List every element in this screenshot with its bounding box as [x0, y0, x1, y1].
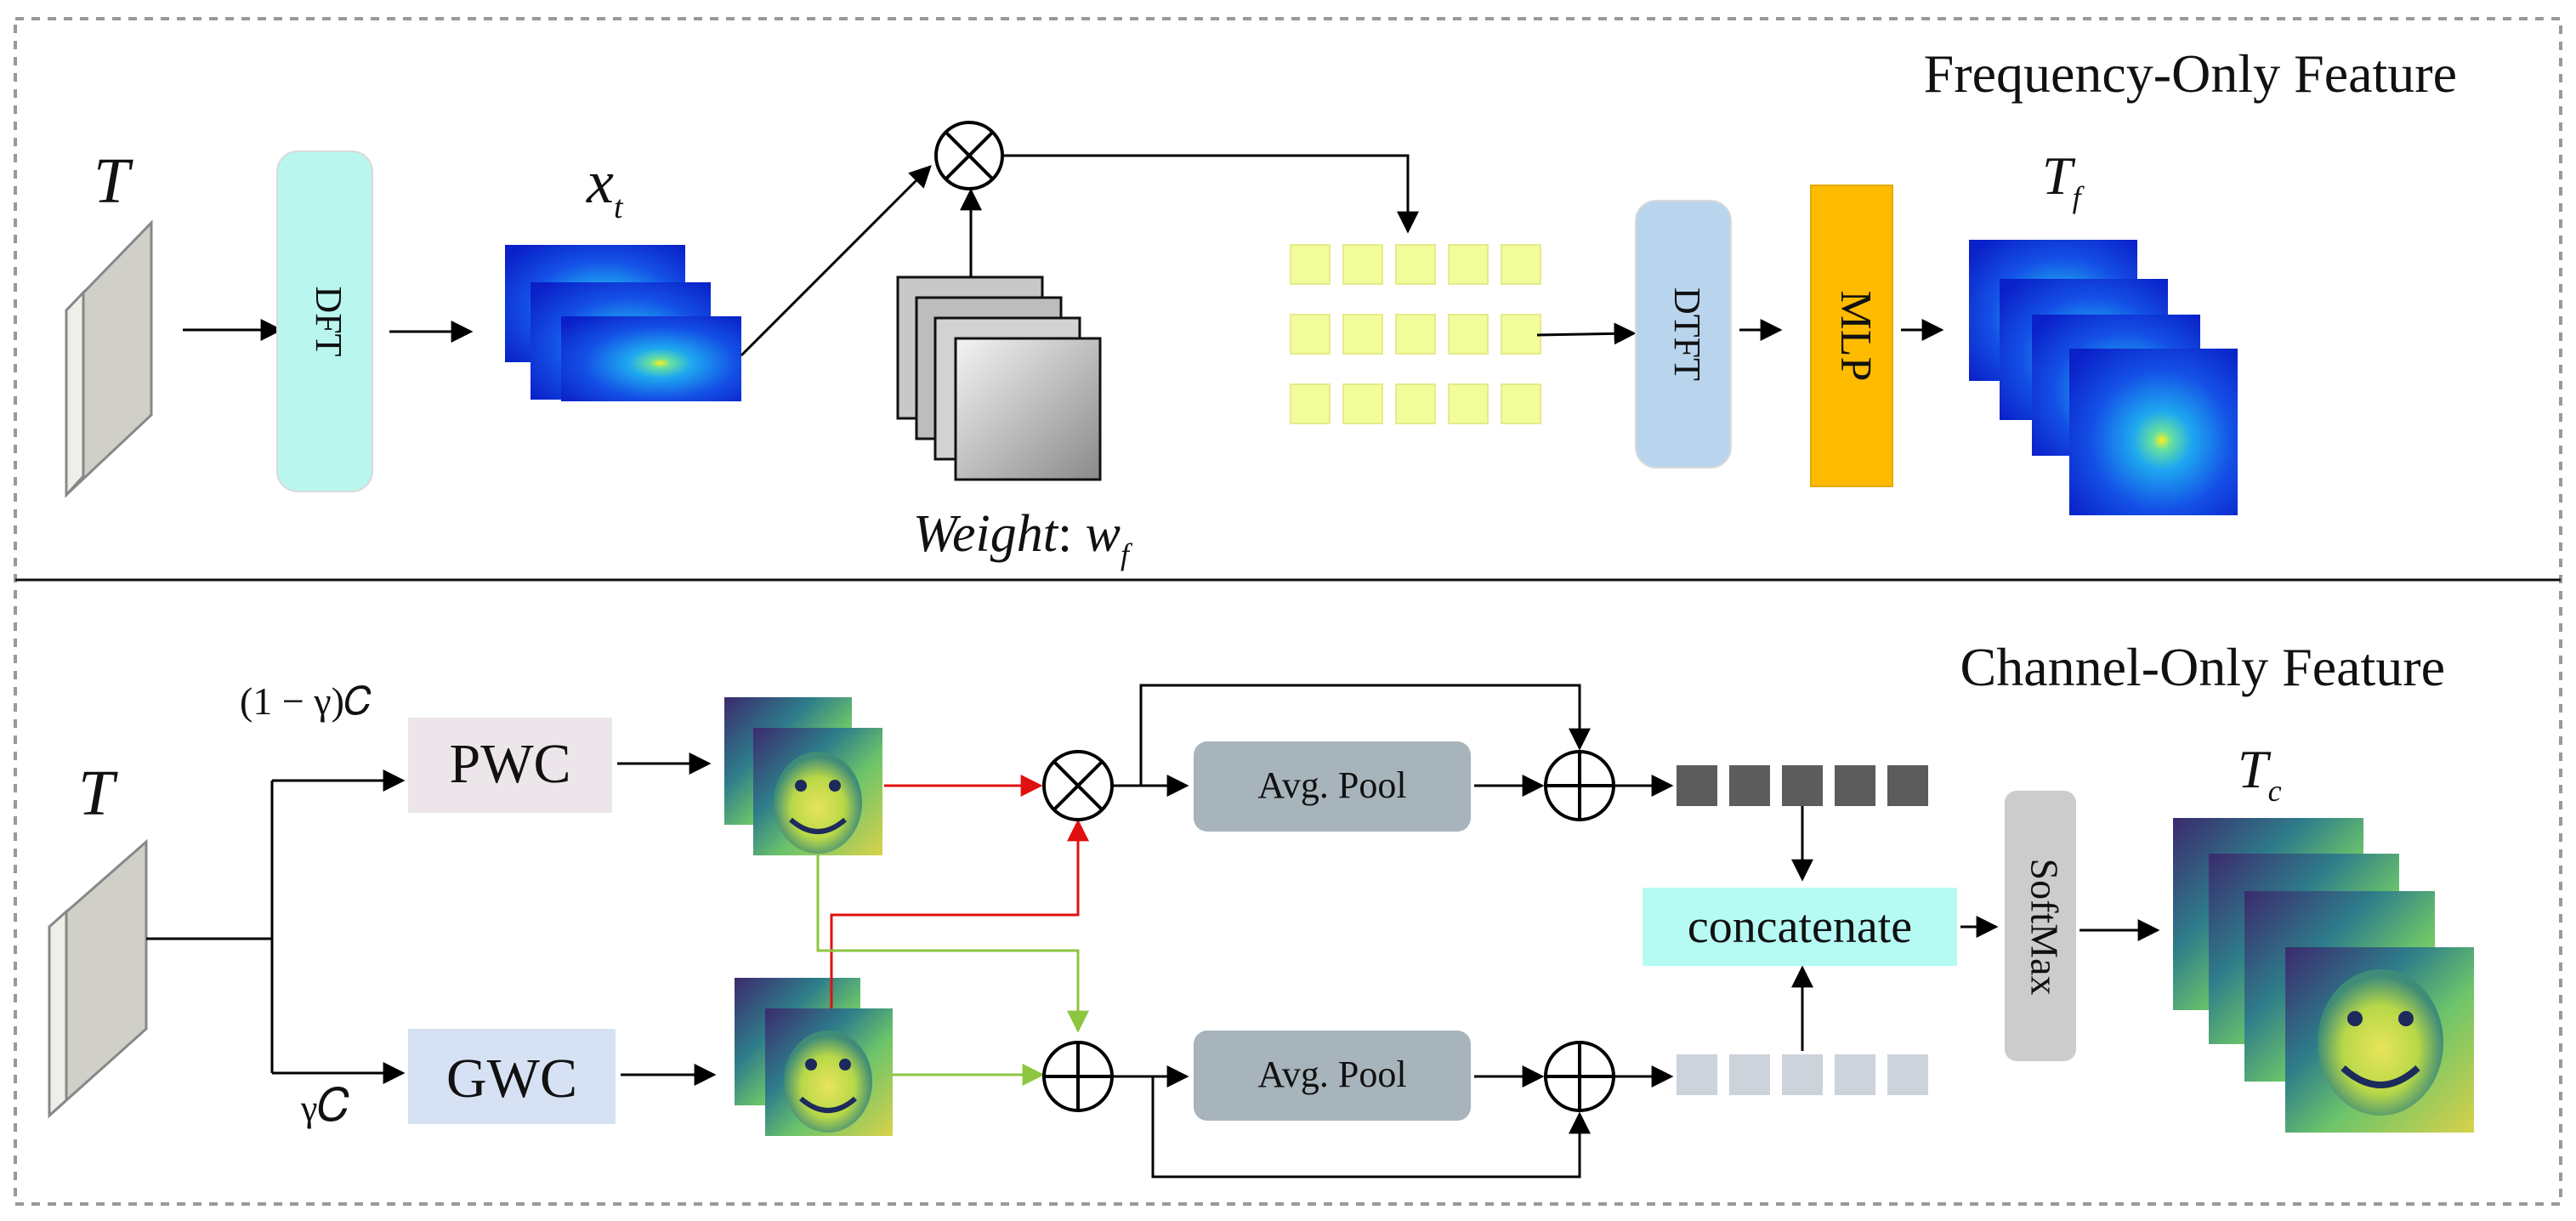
channel-add-icon-left [1042, 1041, 1114, 1112]
arrow-xt-to-multiply [740, 165, 932, 357]
avgpool-box-top [1194, 741, 1471, 832]
tc-output-face-stack [2173, 818, 2474, 1133]
mlp-label: MLP [1831, 291, 1880, 382]
idft-box [1635, 200, 1732, 469]
concatenate-box [1643, 888, 1957, 966]
green-path-pwc-to-add [816, 855, 1089, 1033]
softmax-label: SoftMax [2023, 859, 2066, 996]
concatenate-label: concatenate [1688, 900, 1912, 953]
channel-multiply-icon [1042, 750, 1114, 821]
weight-stack [896, 275, 1102, 481]
avgpool-label-bottom: Avg. Pool [1257, 1053, 1406, 1095]
channel-input-symbol: T [78, 758, 118, 829]
tf-output-spectrum-stack [1969, 240, 2238, 515]
arrow-tokens-to-idft [1536, 322, 1637, 345]
arrow-multiply-to-tokens [1003, 154, 1419, 234]
channel-input-tensor-icon [48, 838, 148, 1119]
avgpool-label-top: Avg. Pool [1257, 764, 1406, 806]
pwc-label: PWC [449, 733, 570, 795]
dft-box [276, 150, 373, 492]
avgpool-box-bottom [1194, 1031, 1471, 1121]
frequency-branch: T DFT xt [65, 121, 2238, 571]
tc-output-symbol: Tc [2238, 739, 2282, 808]
outer-frame [14, 17, 2562, 1206]
freq-input-tensor-icon [65, 219, 153, 498]
freq-multiply-icon [934, 121, 1004, 190]
dft-label: DFT [308, 286, 349, 356]
tf-output-symbol: Tf [2042, 145, 2085, 214]
xt-symbol: xt [586, 148, 624, 225]
gwc-face-feature-stack [735, 978, 893, 1136]
gwc-box [408, 1029, 616, 1124]
channel-section-title: Channel-Only Feature [1960, 637, 2446, 697]
softmax-box [2005, 791, 2076, 1061]
channel-add-icon-bottom-right [1544, 1041, 1615, 1112]
channel-branch: T (1 − γ)𝐶 γ𝐶 PWC GWC [48, 679, 2474, 1178]
mlp-box [1810, 185, 1893, 487]
channel-add-icon-top-right [1544, 750, 1615, 821]
idft-label: DTFT [1666, 287, 1708, 381]
dark-token-row [1677, 765, 1928, 806]
top-split-ratio-label: (1 − γ)𝐶 [240, 679, 372, 723]
light-token-row [1677, 1054, 1928, 1095]
freq-input-symbol: T [94, 145, 133, 217]
red-path-gwc-to-multiply [830, 819, 1089, 1008]
bottom-split-ratio-label: γ𝐶 [300, 1080, 350, 1131]
pwc-box [408, 718, 612, 813]
weight-label: Weight: wf [913, 505, 1133, 571]
pwc-face-feature-stack [724, 697, 882, 855]
frequency-section-title: Frequency-Only Feature [1924, 43, 2457, 104]
xt-spectrum-stack [505, 245, 741, 401]
bottom-skip-connection [1151, 1076, 1591, 1178]
frequency-token-grid [1290, 244, 1541, 424]
gwc-label: GWC [446, 1048, 577, 1110]
top-skip-connection [1139, 684, 1591, 786]
